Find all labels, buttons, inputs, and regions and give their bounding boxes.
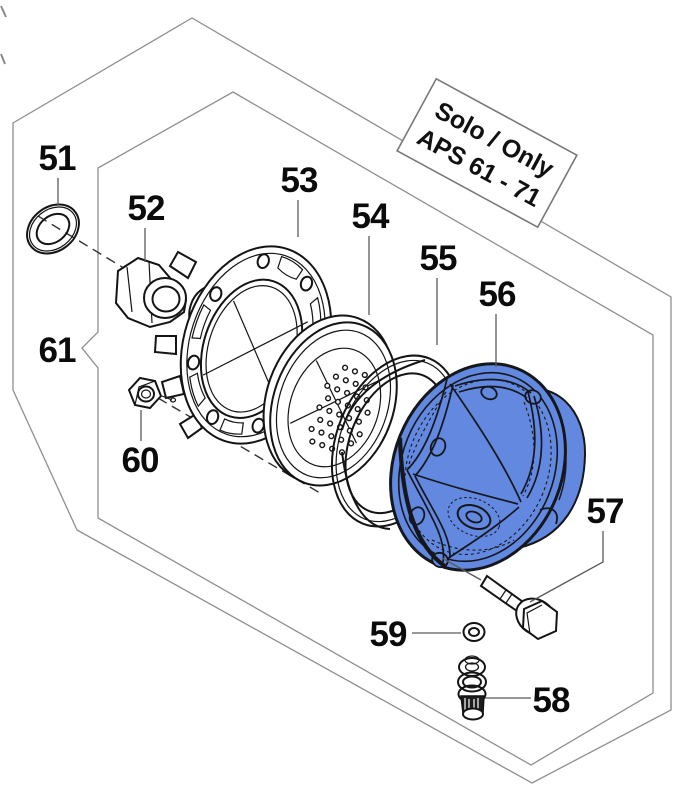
part-56-cover-highlighted [389,362,587,572]
part-52-fitting [114,256,188,329]
perforation-dots [308,364,371,456]
part-51-seal-ring [26,203,80,255]
part-label-60: 60 [122,441,159,480]
part-59-washer [462,622,486,642]
part-label-52: 52 [128,189,165,228]
leader-lines [57,178,604,699]
part-60-nut [127,376,177,410]
part-label-61: 61 [39,331,76,370]
part-label-58: 58 [533,681,570,720]
part-58-valve [457,655,487,721]
scan-artifact [0,5,7,65]
part-label-57: 57 [587,492,624,531]
part-label-54: 54 [352,197,390,236]
part-label-55: 55 [420,239,457,278]
part-57-bolt [441,557,559,641]
inner-kit-frame [81,91,654,766]
part-label-51: 51 [39,139,76,178]
part-54-diaphragm-plate [262,314,398,487]
part-55-shading [341,359,426,530]
cover-ribs [406,378,558,563]
part-label-56: 56 [479,275,516,314]
outer-kit-frame [12,17,672,784]
part-label-53: 53 [281,161,318,200]
note-box: Solo / Only APS 61 - 71 [396,77,578,229]
leader-57 [529,531,604,603]
part-label-59: 59 [370,615,407,654]
